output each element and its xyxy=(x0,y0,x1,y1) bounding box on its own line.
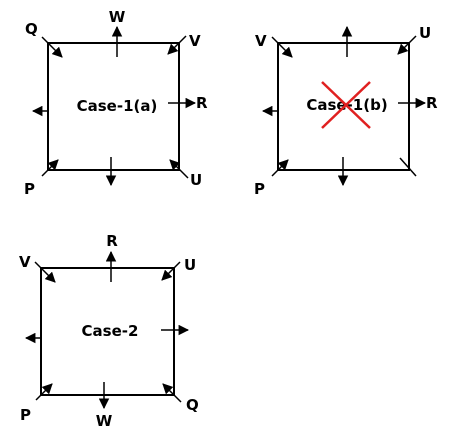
square-outline xyxy=(47,42,180,171)
diagram-case-1a: Case-1(a) W Q V R P U xyxy=(24,8,208,198)
case-label: Case-1(a) xyxy=(77,97,158,115)
corner-stroke-bottom-right xyxy=(399,157,417,177)
arrow-corner-top-right xyxy=(167,35,187,55)
arrow-corner-bottom-right xyxy=(162,383,182,403)
arrow-corner-top-left xyxy=(41,36,63,58)
force-arrows xyxy=(31,25,197,187)
label-top: W xyxy=(109,8,126,26)
label-bottom: W xyxy=(96,412,113,430)
arrow-corner-bottom-left xyxy=(35,383,53,401)
arrow-corner-top-right xyxy=(397,35,417,55)
label-top-left: V xyxy=(19,253,31,271)
diagram-case-2: Case-2 R V U W P Q xyxy=(19,232,199,430)
label-top: R xyxy=(106,232,118,250)
label-bottom-right: Q xyxy=(186,396,199,414)
label-top-left: Q xyxy=(25,20,38,38)
force-arrows xyxy=(261,25,427,187)
label-right: R xyxy=(426,94,438,112)
arrow-corner-bottom-left xyxy=(41,159,59,177)
arrow-corner-top-left xyxy=(34,261,56,283)
arrow-corner-top-right xyxy=(161,261,181,281)
label-top-right: U xyxy=(184,256,196,274)
force-arrows xyxy=(24,250,190,410)
label-bottom-left: P xyxy=(20,406,31,424)
label-top-right: U xyxy=(419,24,431,42)
label-top-left: V xyxy=(255,32,267,50)
diagram-case-1b: Case-1(b) V U R P xyxy=(254,24,438,198)
label-right: R xyxy=(196,94,208,112)
arrow-corner-bottom-left xyxy=(271,159,289,177)
label-top-right: V xyxy=(189,32,201,50)
label-bottom-left: P xyxy=(24,180,35,198)
square-outline xyxy=(40,267,175,396)
label-bottom-right: U xyxy=(190,171,202,189)
arrow-corner-top-left xyxy=(271,36,293,58)
arrow-corner-bottom-right xyxy=(169,159,189,179)
case-label: Case-2 xyxy=(82,322,139,340)
cross-out-mark xyxy=(321,81,371,129)
label-bottom-left: P xyxy=(254,180,265,198)
